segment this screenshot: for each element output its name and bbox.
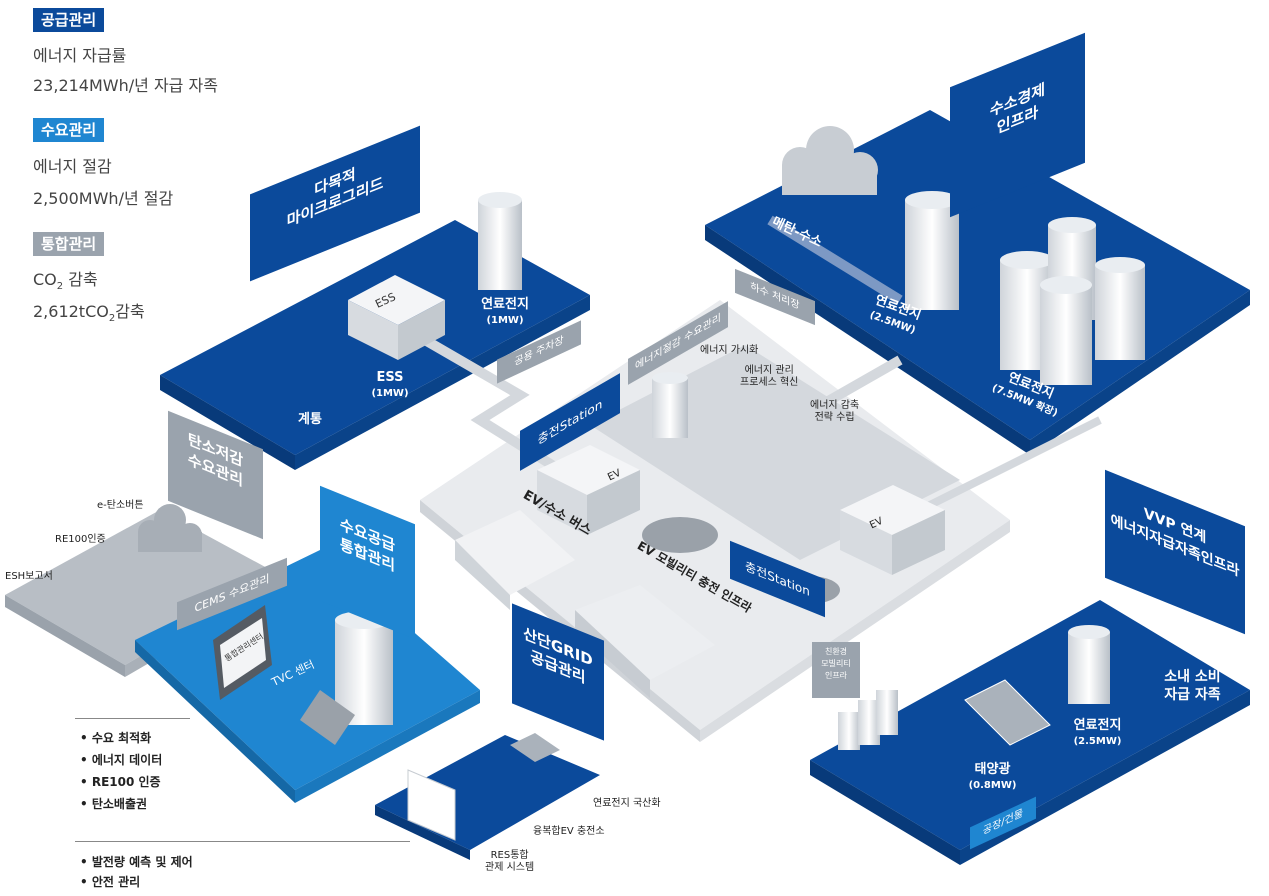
integrated-line1: CO2 감축: [33, 270, 98, 293]
cloud: [782, 126, 878, 195]
demand-line2: 2,500MWh/년 절감: [33, 189, 174, 208]
bullets-divider-2: [75, 841, 410, 842]
ev-box-1: [537, 445, 640, 535]
bullet-4: • 탄소배출권: [80, 797, 148, 811]
re100-label: RE100인증: [55, 534, 106, 545]
bullets-divider-1: [75, 718, 190, 719]
bullet-2: • 에너지 데이터: [80, 753, 163, 767]
solar-label: 태양광(0.8MW): [968, 762, 1017, 791]
fuel-cell-cylinders: [335, 191, 1145, 750]
ev-charge-label: 융복합EV 충전소: [533, 826, 605, 837]
integrated-tag: 통합관리: [33, 232, 105, 256]
integrated-tag-label: 통합관리: [41, 235, 97, 253]
fc4-label: 연료전지(2.5MW): [1073, 718, 1122, 747]
carbon-platform: [5, 510, 280, 665]
monitor: [213, 605, 456, 841]
integrated-line2: 2,612tCO2감축: [33, 302, 145, 325]
ess-label: ESS(1MW): [371, 370, 409, 399]
esh-label: ESH보고서: [5, 571, 53, 582]
strategy-label: 에너지 감축 전략 수립: [810, 400, 860, 423]
fc1-label: 연료전지(1MW): [481, 297, 529, 326]
truck: [455, 510, 575, 610]
bullet-1: • 수요 최적화: [80, 731, 152, 745]
solar-panels: [300, 679, 1051, 762]
demand-tag-label: 수요관리: [41, 121, 97, 139]
selfsuff-label: 소내 소비 자급 자족: [1164, 669, 1221, 703]
fc-local-label: 연료전지 국산화: [593, 798, 661, 809]
ess-box: [348, 275, 445, 360]
vis-label: 에너지 가시화: [700, 345, 759, 356]
supply-line1: 에너지 자급률: [33, 46, 127, 65]
demand-tag: 수요관리: [33, 118, 105, 142]
carbon-cloud: [138, 504, 202, 552]
supply-tag: 공급관리: [33, 8, 105, 32]
grid-label: 계통: [298, 412, 322, 427]
res-label: RES통합 관제 시스템: [485, 850, 535, 873]
van: [575, 585, 715, 698]
etan-label: e-탄소버튼: [97, 500, 144, 511]
bullet-3: • RE100 인증: [80, 775, 161, 789]
supply-line2: 23,214MWh/년 자급 자족: [33, 76, 218, 95]
sign-mobility: 친환경 모빌리티 인프라: [812, 642, 860, 698]
demand-line1: 에너지 절감: [33, 157, 112, 176]
ev-box-2: [840, 485, 945, 575]
bullet-6: • 안전 관리: [80, 875, 141, 889]
supply-tag-label: 공급관리: [41, 11, 97, 29]
bullet-5: • 발전량 예측 및 제어: [80, 855, 193, 869]
process-label: 에너지 관리 프로세스 혁신: [740, 365, 799, 388]
